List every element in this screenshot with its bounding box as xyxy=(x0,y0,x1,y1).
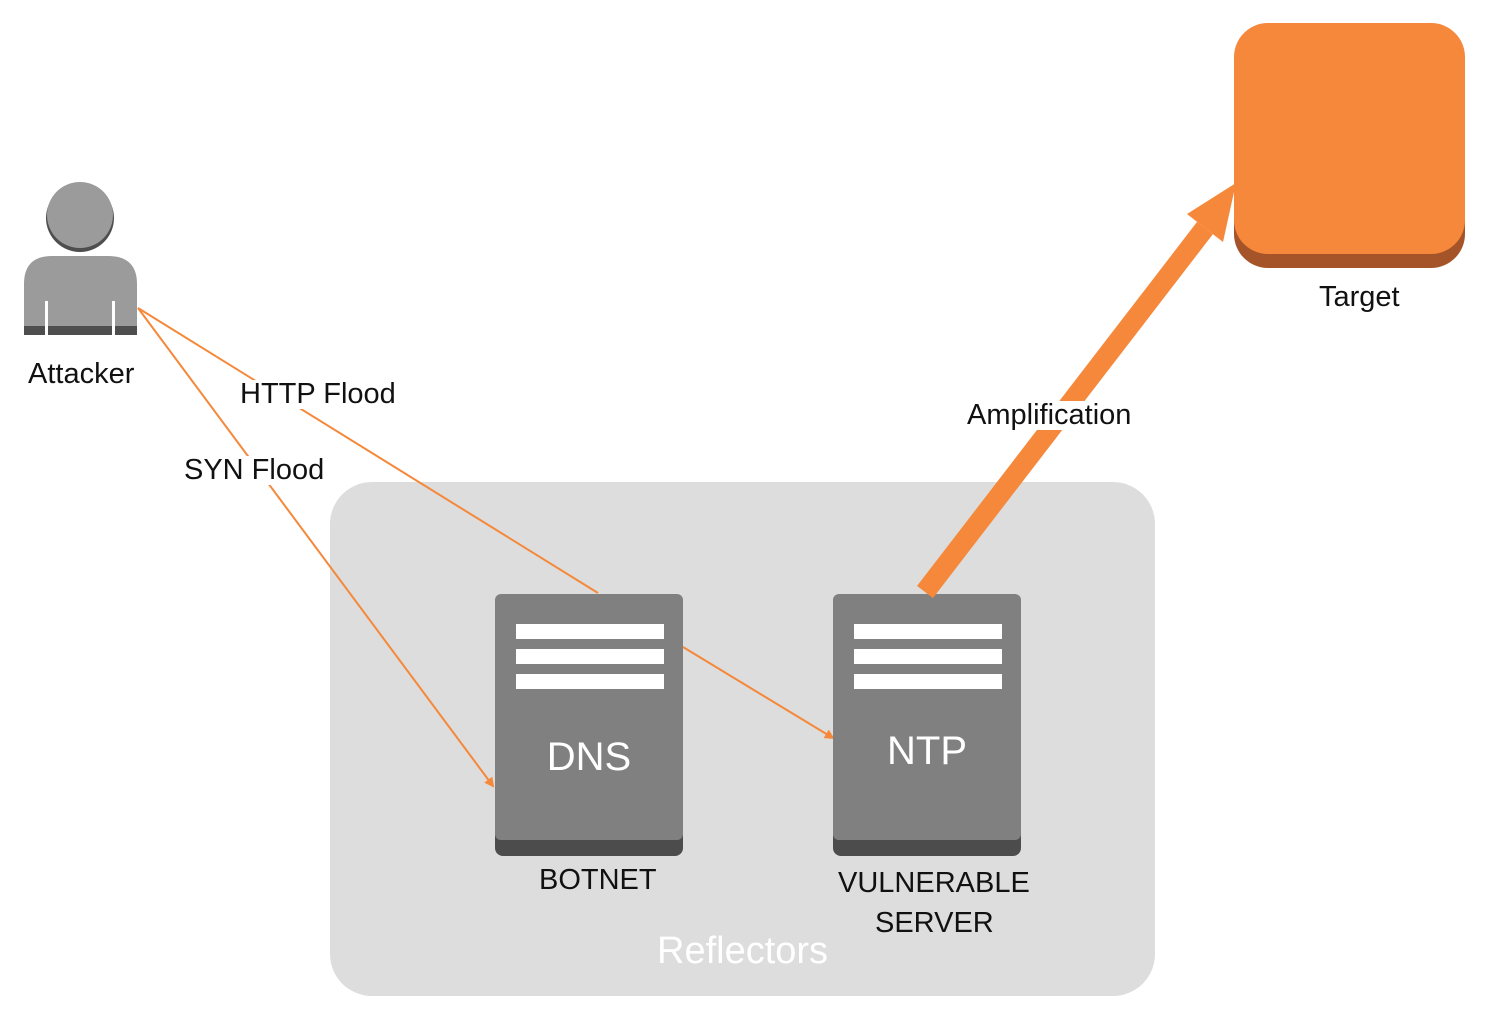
http-flood-edge xyxy=(137,307,835,740)
ntp-server xyxy=(833,594,1021,856)
syn-flood-edge xyxy=(137,307,495,788)
target-box xyxy=(1234,23,1465,268)
attacker-label: Attacker xyxy=(28,358,135,390)
dns-label: DNS xyxy=(546,735,632,779)
amplification-label: Amplification xyxy=(963,401,1136,430)
reflectors-group-box xyxy=(330,482,1155,996)
vulnerable-caption: VULNERABLE xyxy=(838,867,1030,899)
ntp-label: NTP xyxy=(887,729,967,773)
http-flood-label: HTTP Flood xyxy=(236,380,400,409)
reflectors-label: Reflectors xyxy=(657,930,829,972)
syn-flood-label: SYN Flood xyxy=(180,456,329,485)
target-label: Target xyxy=(1319,281,1400,313)
botnet-caption: BOTNET xyxy=(539,864,657,896)
server-caption: SERVER xyxy=(875,907,994,939)
user-icon xyxy=(24,182,137,335)
dns-server xyxy=(495,594,683,856)
